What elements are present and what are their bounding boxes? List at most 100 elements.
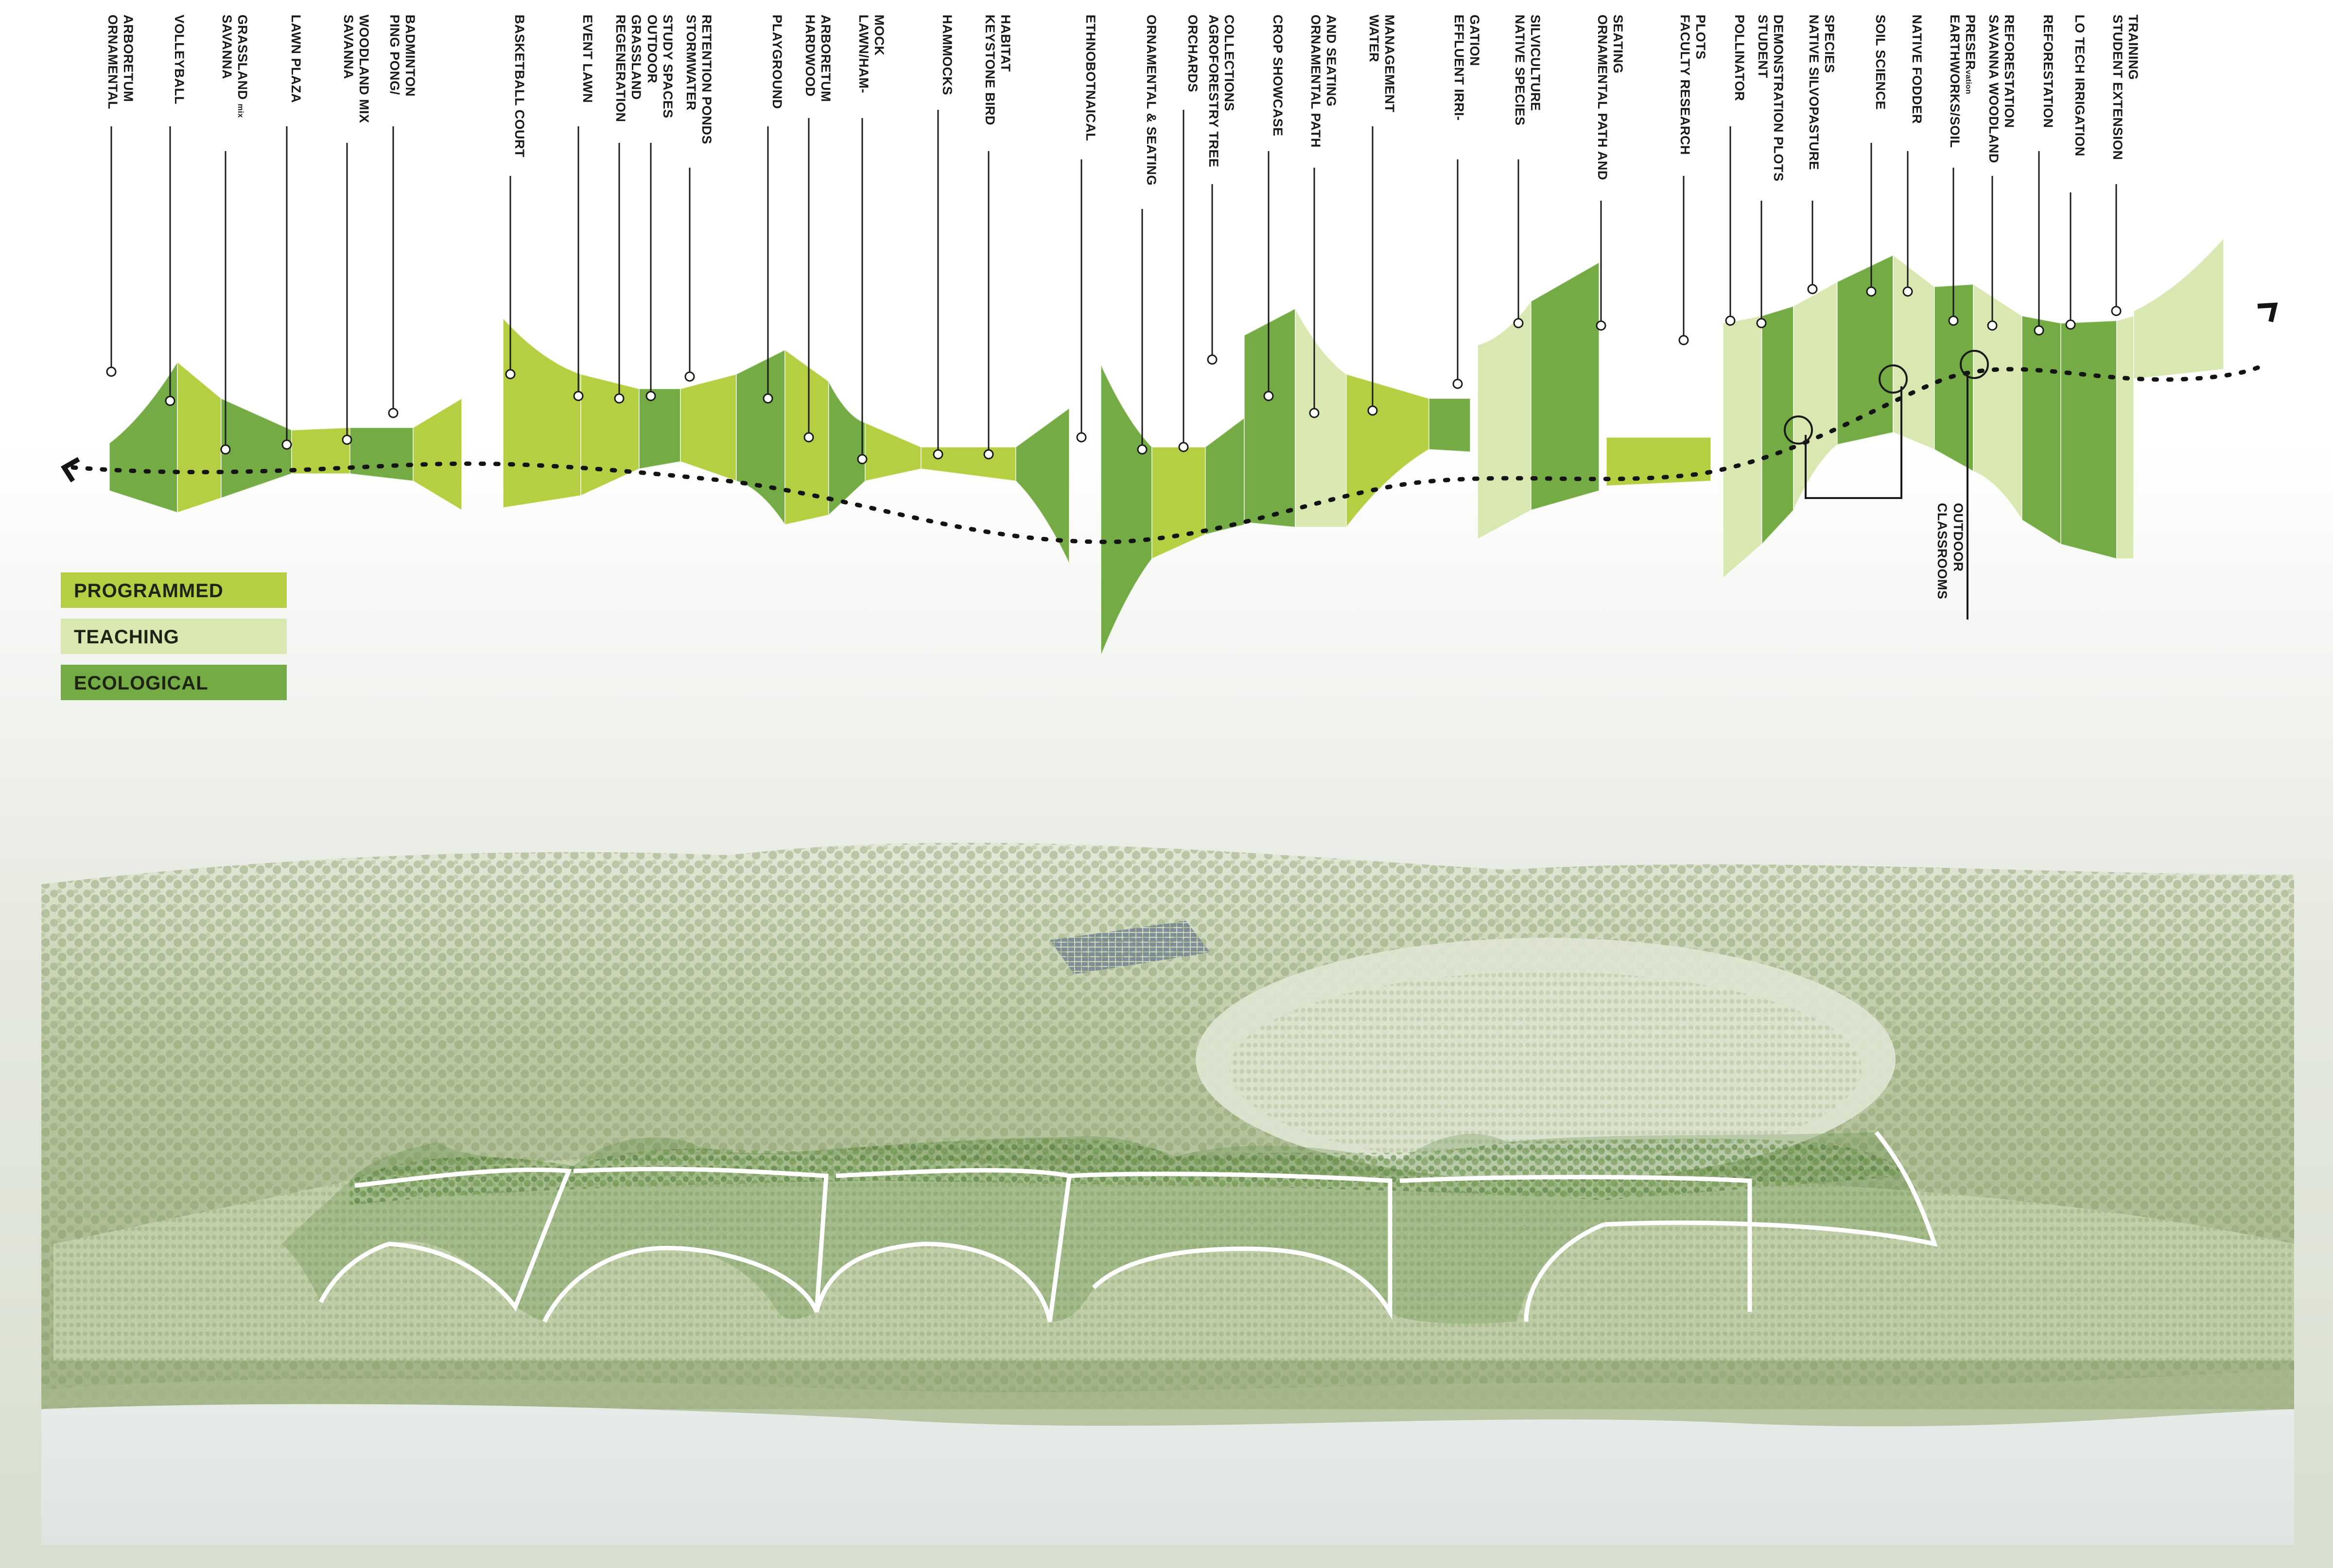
program-label-line: BADMINTON [403, 15, 418, 97]
program-label-line: LAWN PLAZA [289, 15, 303, 103]
band-segment [413, 397, 462, 511]
band-segment [1893, 254, 1935, 450]
program-label-line: RETENTION PONDS [699, 15, 714, 144]
program-label-line: STORMWATER [684, 15, 698, 111]
leader-dot [106, 366, 117, 377]
program-label-line: HARDWOOD [803, 15, 818, 97]
leader-dot [1948, 315, 1959, 326]
band-segment [1531, 261, 1600, 511]
leader-dot [1309, 408, 1320, 418]
program-label-line: AGROFORESTRY TREE [1206, 15, 1221, 168]
leader-dot [983, 449, 994, 460]
program-label-line: ORNAMENTAL & SEATING [1144, 15, 1159, 186]
field-rows [53, 1154, 2294, 1361]
band-segment [1244, 308, 1296, 528]
program-label-line: MANAGEMENT [1382, 15, 1397, 113]
legend-swatch-ecological [61, 665, 287, 700]
classroom-marker-3 [1960, 350, 1989, 379]
program-label-line: SAVANNA [220, 15, 234, 79]
leader-dot [1207, 354, 1218, 365]
leader-dot [1596, 320, 1606, 331]
program-label-line: CROP SHOWCASE [1271, 15, 1285, 137]
leader-dot [1513, 318, 1524, 328]
leader-dot [1902, 286, 1913, 297]
program-band [109, 237, 2224, 656]
program-label-line: WOODLAND MIX [357, 15, 371, 123]
leader-dot [1076, 432, 1087, 443]
leader-dot [857, 454, 868, 465]
program-label-line: DEMONSTRATION PLOTS [1771, 15, 1786, 182]
program-label-line: WATER [1367, 15, 1381, 62]
leader-dot [1178, 442, 1189, 452]
band-segment [1723, 315, 1762, 580]
aerial-site-plan [41, 843, 2294, 1545]
path-arrow-left [60, 457, 80, 482]
band-segment [1761, 305, 1794, 546]
leader-dot [505, 369, 516, 379]
program-label-line: NATIVE SILVOPASTURE [1807, 15, 1821, 170]
solar-array [1050, 921, 1210, 974]
leader-dot [281, 439, 292, 450]
program-label-line: STUDENT EXTENSION [2110, 15, 2125, 160]
leader-dot [1367, 405, 1378, 416]
sector-outlines [318, 1131, 1938, 1323]
program-label-line: AND SEATING [1324, 15, 1339, 107]
program-label-line: ORNAMENTAL PATH AND [1595, 15, 1610, 180]
program-label-line: POLLINATOR [1732, 15, 1747, 101]
program-label-line: SAVANNA WOODLAND [1986, 15, 2001, 163]
label-leaders [106, 110, 2122, 465]
band-segment [349, 427, 414, 482]
program-label-line: COLLECTIONS [1222, 15, 1236, 111]
program-label-line: ORNAMENTAL [105, 15, 120, 109]
program-label-line: SEATING [1611, 15, 1625, 74]
leader-dot [1137, 444, 1148, 455]
program-label-line: STUDENT [1756, 15, 1770, 78]
leader-dot [803, 432, 814, 443]
program-label-line: PLOTS [1693, 15, 1708, 60]
leader-dot [2065, 319, 2076, 330]
program-label-line: STUDY SPACES [661, 15, 675, 119]
band-segment [2133, 237, 2224, 380]
band-segment [1205, 416, 1245, 535]
program-label-line: ORNAMENTAL PATH [1308, 15, 1323, 148]
program-label-line: SOIL SCIENCE [1873, 15, 1888, 110]
program-label-line: LAWN/HAM- [856, 15, 871, 93]
program-label-line: PING PONG/ [387, 15, 402, 95]
outdoor-classrooms-annotation [1784, 350, 1989, 620]
program-label-line: GRASSLAND [629, 15, 644, 100]
program-label-line: PLAYGROUND [770, 15, 784, 109]
leader-dot [1452, 379, 1463, 389]
leader-dot [573, 391, 584, 401]
program-label-line: EVENT LAWN [580, 15, 595, 103]
leader-dot [342, 434, 352, 445]
leader-dot [1678, 335, 1689, 345]
program-label-line: HABITAT [998, 15, 1013, 72]
band-segment [639, 388, 681, 470]
clearing-inner [1230, 972, 1862, 1166]
classroom-marker-1 [1784, 415, 1813, 445]
program-label-line: FACULTY RESEARCH [1678, 15, 1692, 155]
leader-dot [1987, 320, 1998, 331]
sector-trees [350, 1138, 1905, 1205]
outdoor-classrooms-label-1: OUTDOOR [1951, 503, 1966, 572]
classroom-marker-2 [1879, 364, 1908, 394]
leader-dot [1866, 286, 1877, 297]
band-segment [680, 373, 737, 482]
program-label-line: SAVANNA [341, 15, 356, 79]
program-label-line: ARBORETUM [121, 15, 136, 102]
band-segment [1428, 397, 1471, 453]
lake-water [41, 1404, 2294, 1545]
program-label-line: EFFLUENT IRRI- [1452, 15, 1466, 121]
leader-dot [165, 396, 175, 406]
program-label-line: HAMMOCKS [940, 15, 955, 95]
leader-dot [933, 449, 943, 460]
band-segment [1606, 436, 1711, 487]
leader-dot [1756, 318, 1767, 328]
program-label-line: PRESERvation [1963, 15, 1978, 94]
legend-label-programmed: PROGRAMMED [74, 580, 224, 602]
program-label-line: LO TECH IRRIGATION [2072, 15, 2087, 156]
program-label-line: REFORESTATION [2002, 15, 2017, 128]
